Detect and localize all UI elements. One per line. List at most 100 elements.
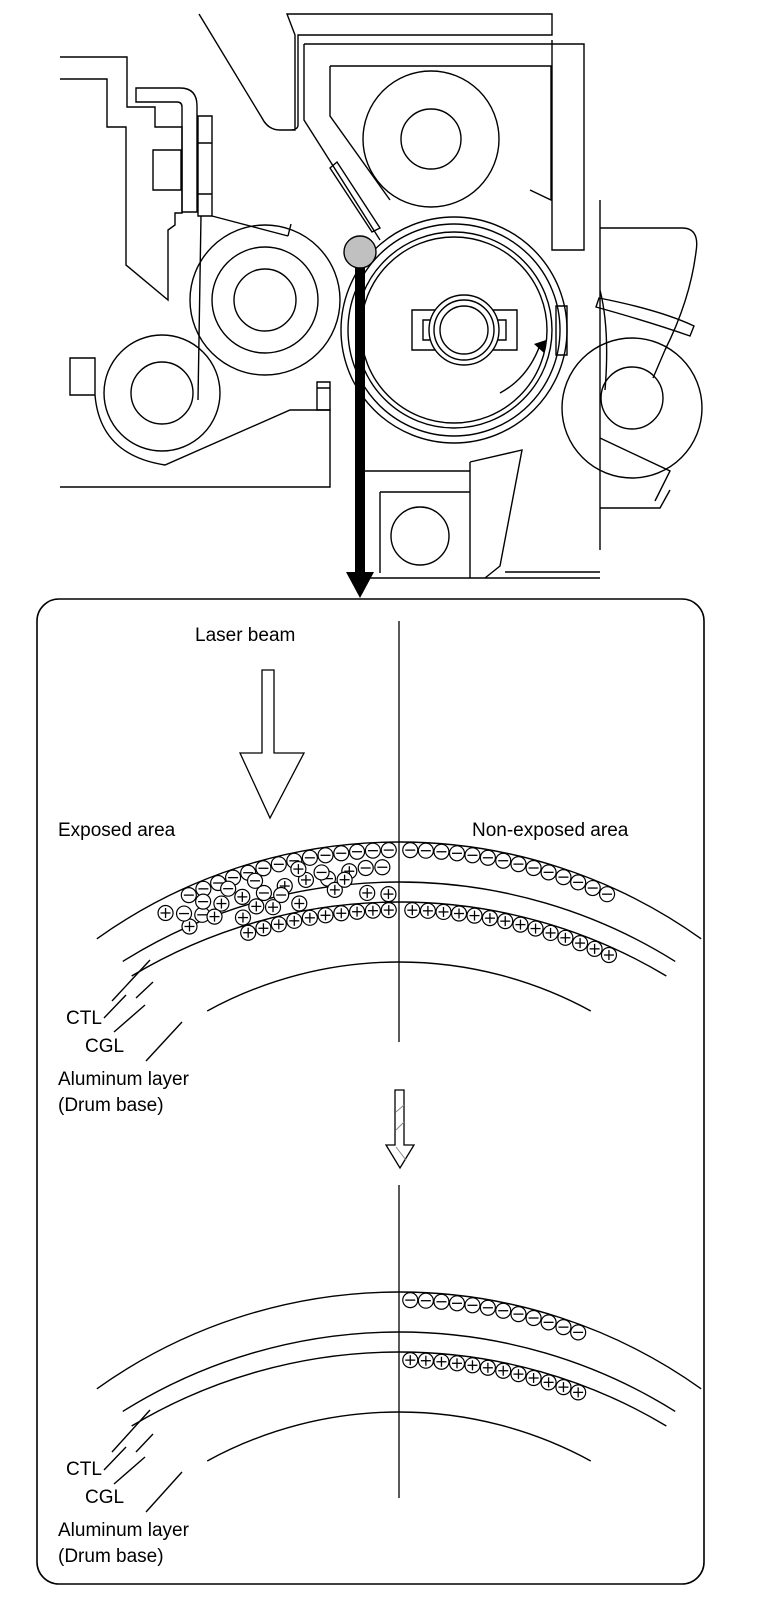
negative-charge-icon [510, 1306, 527, 1323]
ctl-leader-line-after [103, 1409, 154, 1471]
positive-charge-icon [317, 907, 334, 924]
aluminum-layer-label-after: Aluminum layer [58, 1520, 190, 1541]
top-hopper [198, 13, 553, 131]
negative-charge-icon [180, 887, 197, 904]
positive-charge-icon [301, 909, 318, 926]
aluminum-layer-label: Aluminum layer [58, 1069, 190, 1090]
negative-charge-icon [495, 1302, 512, 1319]
cleaning-roller [390, 506, 450, 566]
negative-charge-icon [570, 874, 587, 891]
negative-charge-icon [448, 845, 466, 862]
negative-charge-icon [464, 847, 481, 864]
negative-charge-icon [525, 859, 542, 877]
drum-layers-before [96, 841, 702, 1012]
right-guide [599, 437, 671, 502]
positive-charge-icon [433, 1353, 450, 1370]
positive-charge-icon [270, 916, 287, 933]
negative-charge-icon [220, 880, 237, 897]
negative-charge-icon [433, 1293, 450, 1310]
positive-charge-icon [464, 1357, 481, 1374]
positive-charge-icon [264, 899, 282, 916]
negative-charge-icon [448, 1295, 466, 1312]
negative-charge-icon [255, 860, 272, 877]
beam-shaft [355, 265, 365, 575]
positive-charge-icon [542, 924, 559, 942]
positive-charge-icon [540, 1374, 557, 1391]
left-frame [60, 56, 183, 302]
negative-charge-icon [364, 842, 381, 859]
drum-base-label: (Drum base) [58, 1095, 164, 1116]
negative-charge-icon [246, 872, 264, 889]
negative-charge-icon [555, 1319, 572, 1336]
negative-charge-icon [479, 849, 496, 866]
negative-charge-icon [402, 842, 419, 859]
positive-charge-icon [404, 902, 421, 919]
positive-charge-icon [510, 1366, 527, 1383]
right-lever [595, 297, 695, 337]
agitator-roller [103, 334, 221, 452]
negative-charge-icon [175, 905, 193, 922]
negative-charge-icon [495, 852, 512, 869]
positive-charge-icon [527, 920, 544, 937]
negative-charge-icon [417, 1292, 434, 1309]
negative-charge-icon [270, 856, 287, 873]
negative-charge-icon [317, 847, 334, 864]
positive-charge-icon [234, 909, 252, 926]
charges-before [157, 842, 618, 964]
drum-ring-1 [347, 223, 561, 437]
non-exposed-area-label: Non-exposed area [472, 820, 629, 841]
left-clip [152, 149, 182, 191]
negative-charge-icon [380, 842, 397, 859]
negative-charge-icon [357, 859, 374, 877]
positive-charge-icon [466, 907, 483, 924]
drum-shaft-ring [433, 299, 495, 361]
negative-charge-icon [374, 859, 391, 876]
negative-charge-icon [273, 886, 290, 904]
positive-charge-icon [157, 904, 174, 922]
aluminum-leader-line [145, 1021, 183, 1062]
laser-beam-arrow-icon [238, 669, 306, 820]
drum-rotation-arrowhead-icon [534, 340, 546, 353]
beam-arrowhead-icon [346, 572, 374, 598]
positive-charge-icon [380, 886, 397, 903]
negative-charge-icon [333, 845, 350, 862]
positive-charge-icon [600, 946, 618, 964]
charges-after [402, 1292, 587, 1401]
positive-charge-icon [402, 1352, 419, 1369]
aluminum-leader-line-after [145, 1471, 183, 1513]
negative-charge-icon [433, 843, 450, 860]
positive-charge-icon [359, 884, 376, 902]
positive-charge-icon [448, 1355, 466, 1372]
positive-charge-icon [290, 860, 307, 878]
positive-charge-icon [336, 871, 353, 888]
cgl-label-after: CGL [85, 1487, 124, 1508]
negative-charge-icon [301, 849, 318, 866]
lower-left-housing [60, 357, 331, 488]
negative-charge-icon [313, 864, 330, 881]
negative-charge-icon [540, 864, 557, 881]
developing-roller [189, 224, 341, 376]
laser-beam-label: Laser beam [195, 625, 295, 646]
positive-charge-icon [364, 902, 381, 919]
drum-shaft-outer [428, 294, 500, 366]
positive-charge-icon [326, 881, 343, 898]
negative-charge-icon [464, 1297, 481, 1314]
positive-charge-icon [435, 903, 452, 921]
ctl-surface-arc [96, 1291, 702, 1390]
negative-charge-icon [479, 1299, 496, 1316]
ctl-leader-line [103, 959, 154, 1019]
cgl-boundary-arc [122, 881, 676, 963]
drum-layers-after [96, 1291, 702, 1462]
toner-supply-roller [362, 70, 500, 208]
transition-arrow-icon [384, 1089, 416, 1170]
ctl-label: CTL [66, 1008, 102, 1029]
positive-charge-icon [419, 902, 437, 919]
positive-charge-icon [512, 916, 529, 933]
positive-charge-icon [255, 920, 272, 937]
exposed-area-label: Exposed area [58, 820, 176, 841]
upper-blade [329, 160, 382, 233]
developing-roller-core [233, 268, 297, 332]
positive-charge-icon [234, 888, 251, 905]
aluminum-boundary-arc [131, 1351, 667, 1427]
